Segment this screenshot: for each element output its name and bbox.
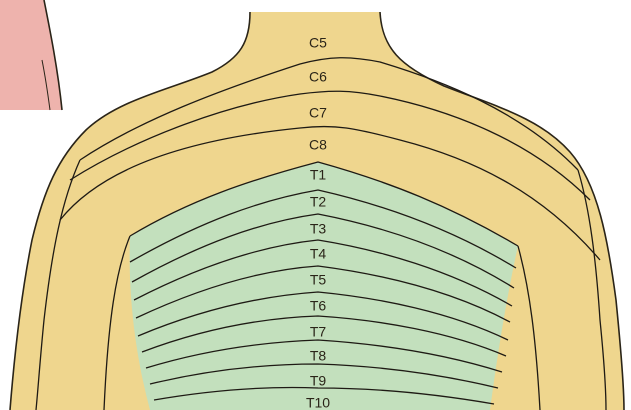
label-t4: T4	[310, 246, 327, 262]
label-t1: T1	[310, 167, 327, 183]
label-c7: C7	[309, 105, 327, 121]
label-t7: T7	[310, 324, 327, 340]
label-c5: C5	[309, 35, 327, 51]
label-t5: T5	[310, 272, 327, 288]
label-c6: C6	[309, 69, 327, 85]
label-t10: T10	[306, 395, 330, 410]
inset-figure	[0, 0, 62, 110]
inset-skin	[0, 0, 62, 110]
label-c8: C8	[309, 137, 327, 153]
label-t8: T8	[310, 348, 327, 364]
label-t2: T2	[310, 194, 327, 210]
label-t6: T6	[310, 298, 327, 314]
label-t3: T3	[310, 221, 327, 237]
label-t9: T9	[310, 373, 327, 389]
